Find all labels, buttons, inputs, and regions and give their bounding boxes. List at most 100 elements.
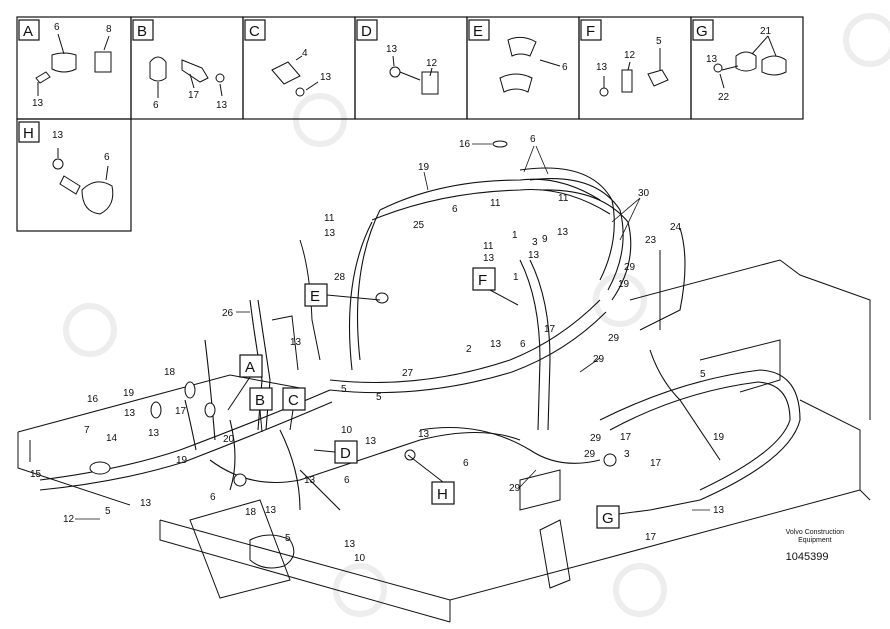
cable-harness bbox=[39, 167, 801, 511]
part-label: 15 bbox=[30, 469, 42, 480]
maker-line-2: Equipment bbox=[798, 537, 832, 544]
part-label: 16 bbox=[87, 394, 99, 405]
part-label: 1 bbox=[512, 230, 518, 241]
panel-f-sketch bbox=[599, 48, 669, 97]
panel-e-sketch bbox=[499, 36, 561, 93]
part-label: 11 bbox=[490, 198, 501, 209]
panel-g-num-13: 13 bbox=[706, 54, 718, 65]
part-label: 3 bbox=[624, 449, 630, 460]
part-label: 23 bbox=[645, 235, 657, 246]
callout-h: H bbox=[437, 486, 448, 503]
machine-frame bbox=[17, 239, 871, 623]
panel-d-sketch bbox=[389, 55, 439, 95]
part-label: 5 bbox=[700, 369, 706, 380]
part-label: 13 bbox=[557, 227, 569, 238]
part-label: 13 bbox=[148, 428, 160, 439]
part-label: 6 bbox=[463, 458, 469, 469]
part-label: 13 bbox=[290, 337, 302, 348]
panel-f-num-13: 13 bbox=[596, 62, 608, 73]
panel-e-num-6: 6 bbox=[562, 62, 568, 73]
panel-d-letter: D bbox=[361, 23, 372, 40]
part-label: 20 bbox=[223, 434, 235, 445]
part-label: 13 bbox=[140, 498, 152, 509]
panel-b-num-6: 6 bbox=[153, 100, 159, 111]
callout-letters: E F A B C D H G bbox=[245, 272, 614, 527]
panel-a-num-13: 13 bbox=[32, 98, 44, 109]
callout-a: A bbox=[245, 359, 255, 376]
panel-f-num-5: 5 bbox=[656, 36, 662, 47]
callout-c: C bbox=[288, 392, 299, 409]
drawing-number: 1045399 bbox=[785, 551, 829, 563]
panel-b-letter: B bbox=[137, 23, 147, 40]
panel-d-num-13: 13 bbox=[386, 44, 398, 55]
detail-panel-grid bbox=[16, 16, 804, 232]
part-label: 13 bbox=[528, 250, 540, 261]
part-label: 11 bbox=[483, 241, 494, 252]
part-label: 13 bbox=[124, 408, 136, 419]
part-label: 29 bbox=[590, 433, 602, 444]
panel-a-letter: A bbox=[23, 23, 33, 40]
callout-leaders bbox=[227, 289, 651, 515]
panel-f-num-12: 12 bbox=[624, 50, 636, 61]
part-label: 29 bbox=[593, 354, 605, 365]
part-label: 13 bbox=[365, 436, 377, 447]
panel-g-num-21: 21 bbox=[760, 26, 772, 37]
part-label: 13 bbox=[418, 429, 430, 440]
part-label: 17 bbox=[620, 432, 632, 443]
panel-g-letter: G bbox=[696, 23, 708, 40]
callout-g: G bbox=[602, 510, 614, 527]
panel-c-num-4: 4 bbox=[302, 48, 308, 59]
panel-h-num-13: 13 bbox=[52, 130, 64, 141]
panel-a-num-6: 6 bbox=[54, 22, 60, 33]
panel-a-num-8: 8 bbox=[106, 24, 112, 35]
part-label: 29 bbox=[608, 333, 620, 344]
panel-a-sketch bbox=[35, 33, 112, 96]
panel-g-num-22: 22 bbox=[718, 92, 730, 103]
panel-c-letter: C bbox=[249, 23, 260, 40]
panel-h-letter: H bbox=[23, 125, 34, 142]
part-label: 17 bbox=[175, 406, 187, 417]
panel-g-sketch bbox=[713, 35, 787, 89]
part-label: 19 bbox=[418, 162, 430, 173]
part-label: 13 bbox=[483, 253, 495, 264]
panel-numbers: 6 8 13 6 17 13 4 13 13 12 6 12 5 13 21 1… bbox=[32, 22, 772, 163]
part-label: 11 bbox=[558, 193, 569, 204]
part-label: 19 bbox=[618, 279, 630, 290]
part-label: 24 bbox=[670, 222, 682, 233]
part-label: 29 bbox=[584, 449, 596, 460]
part-label: 17 bbox=[650, 458, 662, 469]
watermark bbox=[63, 13, 890, 617]
part-label: 13 bbox=[304, 475, 316, 486]
callout-boxes bbox=[239, 267, 620, 529]
callout-f: F bbox=[478, 272, 487, 289]
part-label: 6 bbox=[344, 475, 350, 486]
part-label: 16 bbox=[459, 139, 471, 150]
part-label: 30 bbox=[638, 188, 650, 199]
part-label: 3 bbox=[532, 237, 538, 248]
callout-b: B bbox=[255, 392, 265, 409]
part-label: 17 bbox=[645, 532, 657, 543]
part-label: 5 bbox=[105, 506, 111, 517]
part-label: 11 bbox=[324, 213, 335, 224]
part-number-labels: 16 6 19 11 11 13 11 13 6 30 25 11 13 1 3… bbox=[30, 134, 725, 564]
panel-c-num-13: 13 bbox=[320, 72, 332, 83]
panel-c-sketch bbox=[271, 55, 319, 97]
part-label: 19 bbox=[176, 455, 188, 466]
panel-h-num-6: 6 bbox=[104, 152, 110, 163]
panel-f-letter: F bbox=[586, 23, 595, 40]
clamps bbox=[89, 140, 617, 487]
part-label: 28 bbox=[334, 272, 346, 283]
part-label: 13 bbox=[713, 505, 725, 516]
part-label: 19 bbox=[123, 388, 135, 399]
maker-line-1: Volvo Construction bbox=[785, 529, 844, 536]
panel-b-num-17: 17 bbox=[188, 90, 200, 101]
part-label: 5 bbox=[285, 533, 291, 544]
part-label: 10 bbox=[341, 425, 353, 436]
part-label: 29 bbox=[624, 262, 636, 273]
panel-d-num-12: 12 bbox=[426, 58, 438, 69]
part-label: 5 bbox=[341, 384, 347, 395]
part-label: 19 bbox=[713, 432, 725, 443]
part-label: 13 bbox=[490, 339, 502, 350]
callout-e: E bbox=[310, 288, 320, 305]
